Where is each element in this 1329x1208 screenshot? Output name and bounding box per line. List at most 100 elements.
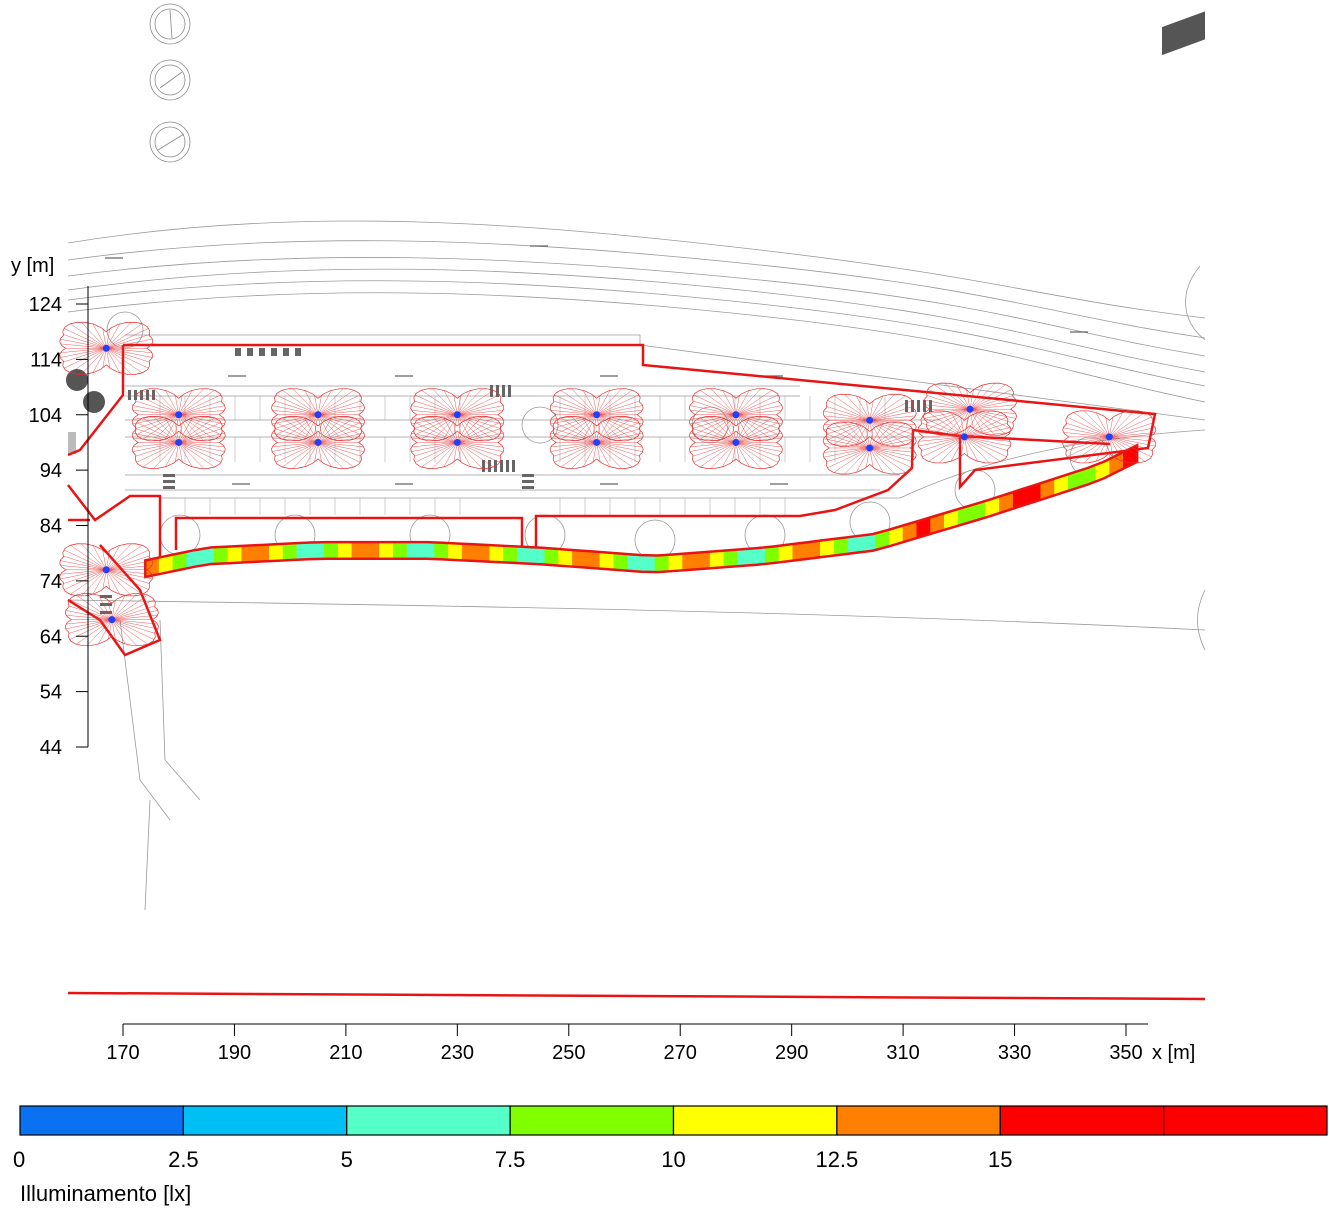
light-ray: [135, 414, 179, 429]
light-ray: [571, 416, 597, 443]
photometric-curve: [410, 388, 505, 442]
light-ray: [596, 442, 633, 468]
light-ray: [927, 408, 971, 430]
light-ray: [111, 610, 159, 620]
light-ray: [411, 405, 458, 415]
light-ray: [282, 442, 319, 468]
luminaire-dot: [314, 411, 322, 419]
light-ray: [136, 394, 179, 415]
light-ray: [923, 408, 971, 419]
light-ray: [735, 428, 780, 443]
light-ray: [596, 417, 633, 443]
light-ray: [1109, 410, 1135, 438]
light-ray: [550, 410, 597, 415]
light-ray: [823, 438, 870, 449]
y-tick-label: 94: [40, 460, 62, 482]
light-ray: [710, 442, 737, 469]
light-ray: [596, 417, 611, 443]
luminaire-dot: [960, 433, 968, 441]
light-ray: [560, 442, 597, 468]
light-ray: [317, 414, 365, 425]
legend-tick-label: 0: [13, 1147, 25, 1172]
luminaire-dot: [866, 444, 874, 452]
light-ray: [178, 414, 222, 435]
light-ray: [178, 417, 193, 443]
roadway-cell: [737, 548, 752, 567]
light-ray: [411, 442, 458, 448]
light-ray: [457, 442, 483, 469]
x-tick-label: 310: [886, 1042, 919, 1064]
light-ray: [63, 549, 107, 571]
light-ray: [692, 428, 737, 443]
light-ray: [272, 442, 319, 448]
x-tick-label: 230: [441, 1042, 474, 1064]
light-ray: [1063, 436, 1110, 442]
light-ray: [550, 414, 597, 420]
light-ray: [414, 414, 458, 435]
x-tick-label: 290: [775, 1042, 808, 1064]
roadway-cell: [806, 540, 821, 560]
light-ray: [869, 438, 916, 449]
light-ray: [106, 348, 149, 369]
light-ray: [833, 423, 870, 449]
light-ray: [1065, 422, 1110, 438]
light-ray: [869, 393, 896, 421]
light-ray: [153, 442, 179, 469]
light-ray: [823, 420, 870, 425]
light-ray: [414, 428, 458, 443]
light-ray: [583, 442, 597, 467]
light-ray: [693, 422, 737, 443]
light-ray: [735, 442, 783, 452]
photometric-curve: [271, 416, 365, 469]
light-ray: [689, 405, 736, 415]
light-ray: [457, 442, 501, 457]
light-ray: [178, 414, 225, 420]
light-ray: [827, 447, 870, 469]
light-ray: [457, 414, 504, 420]
light-ray: [869, 423, 884, 449]
light-ray: [62, 555, 107, 571]
luminaire-dot: [966, 405, 974, 413]
light-ray: [292, 416, 319, 443]
light-ray: [443, 390, 458, 415]
light-ray: [106, 348, 143, 374]
light-ray: [550, 405, 597, 415]
legend-title: Illuminamento [lx]: [20, 1181, 191, 1206]
light-ray: [60, 569, 107, 580]
y-tick-label: 44: [40, 737, 62, 759]
light-ray: [933, 409, 971, 434]
light-ray: [692, 400, 737, 415]
light-ray: [178, 414, 225, 425]
light-ray: [1073, 436, 1110, 462]
light-ray: [1083, 436, 1110, 464]
light-ray: [318, 437, 364, 443]
legend-color-box: [1163, 1105, 1328, 1136]
light-ray: [411, 414, 458, 425]
light-ray: [699, 417, 737, 443]
light-ray: [178, 410, 225, 415]
light-ray: [596, 428, 640, 443]
light-ray: [692, 414, 737, 429]
calculation-area-boundaries: [67, 343, 1206, 1001]
light-ray: [106, 569, 153, 580]
luminaire-dot: [732, 411, 740, 419]
roadway-cell: [489, 544, 504, 563]
light-ray: [411, 414, 458, 420]
light-ray: [178, 400, 223, 415]
light-ray: [106, 348, 132, 375]
legend-tick-label: 2.5: [168, 1147, 199, 1172]
light-ray: [75, 619, 112, 645]
light-ray: [735, 442, 762, 469]
light-ray: [60, 348, 107, 358]
light-ray: [844, 421, 870, 449]
light-ray: [106, 569, 143, 595]
luminaire: [917, 410, 1012, 464]
light-ray: [274, 428, 319, 443]
light-ray: [457, 442, 504, 448]
roadway-cell: [682, 552, 697, 571]
light-ray: [826, 433, 870, 449]
light-ray: [550, 432, 597, 443]
luminaire: [822, 393, 917, 447]
light-ray: [735, 417, 772, 443]
